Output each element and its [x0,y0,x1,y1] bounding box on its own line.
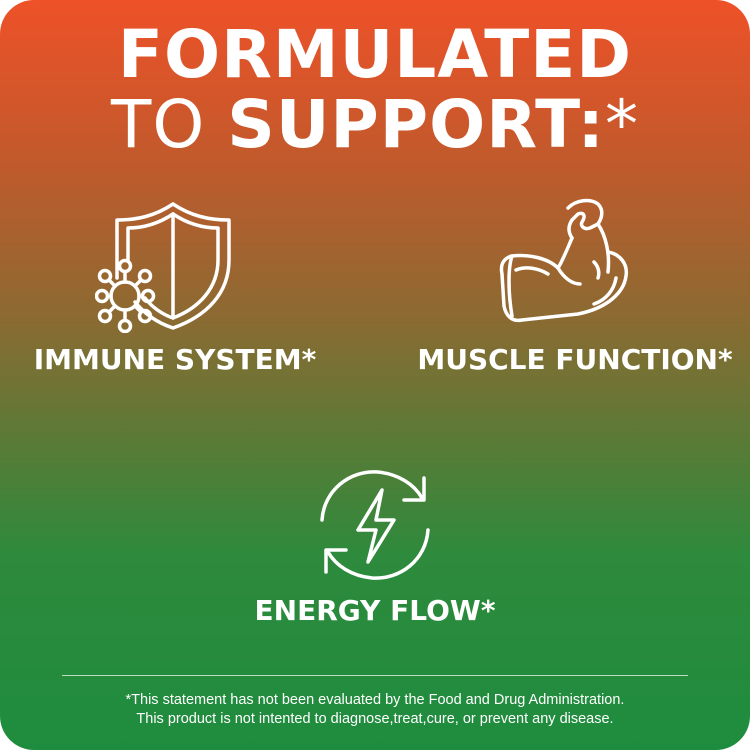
headline-support: SUPPORT: [227,86,605,163]
disclaimer-line-1: *This statement has not been evaluated b… [125,692,625,708]
feature-label-energy: ENERGY FLOW* [254,594,496,627]
headline-line-2: TO SUPPORT:* [0,92,750,158]
feature-label-muscle: MUSCLE FUNCTION* [417,343,733,376]
fda-disclaimer: *This statement has not been evaluated b… [0,691,750,729]
lightning-cycle-icon [312,466,438,584]
shield-virus-icon [95,198,235,333]
flexed-arm-icon [498,196,632,326]
headline-asterisk: * [604,86,639,163]
feature-label-immune: IMMUNE SYSTEM* [33,343,317,376]
divider-line [62,675,688,676]
headline-to: TO [111,86,228,163]
disclaimer-line-2: This product is not intented to diagnose… [136,711,614,727]
headline-line-1: FORMULATED [117,16,633,93]
